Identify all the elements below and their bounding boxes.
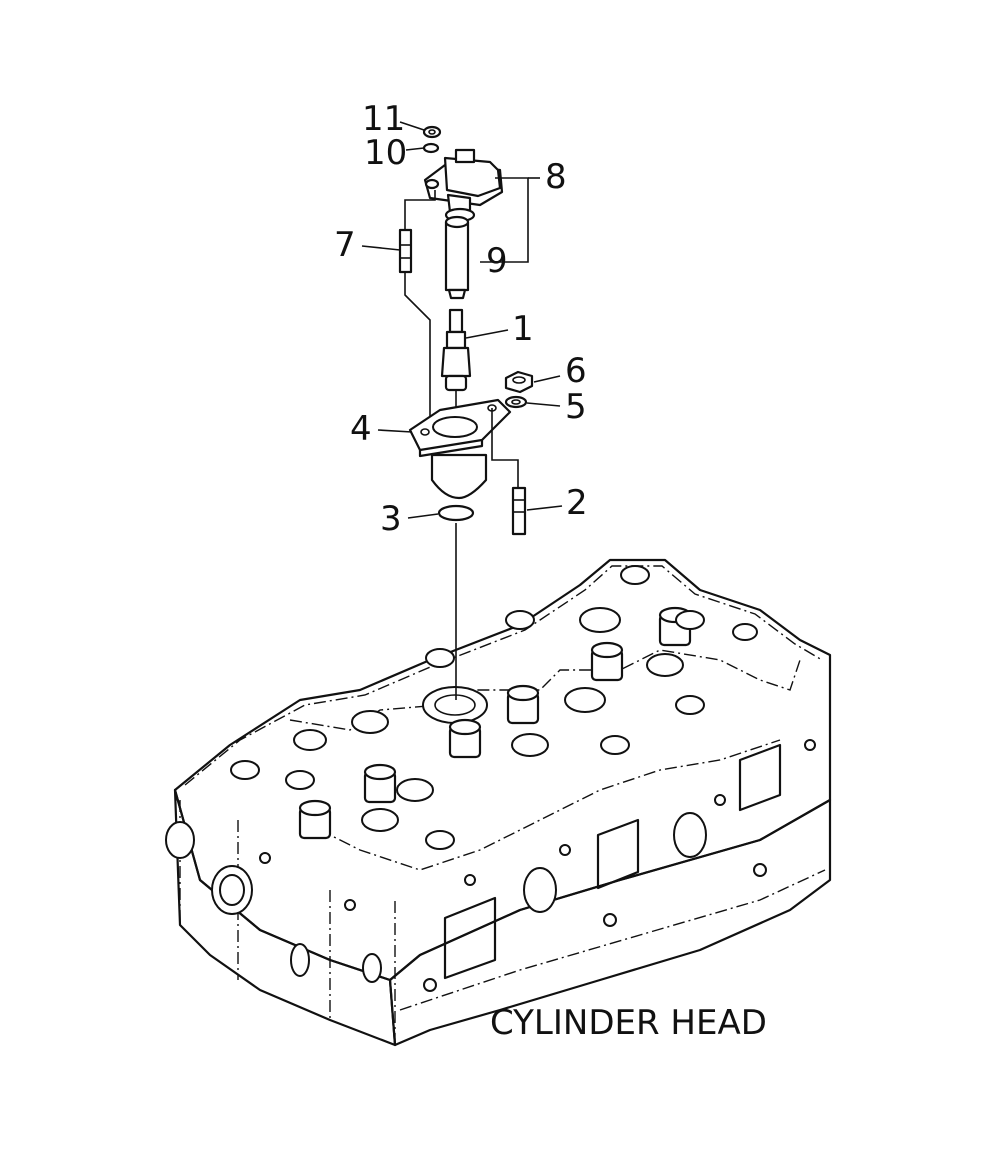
callout-9: 9 [486, 241, 508, 281]
leader-lines [361, 121, 563, 519]
part-1-glow-plug [440, 308, 472, 392]
part-10-washer [422, 142, 440, 154]
callout-5: 5 [565, 387, 587, 427]
callout-10: 10 [364, 133, 407, 173]
callout-3: 3 [380, 499, 402, 539]
part-9-injector-shaft [444, 215, 470, 300]
callout-1: 1 [512, 309, 534, 349]
part-6-nut [504, 370, 534, 394]
cylinder-head [165, 558, 832, 1047]
callout-6: 6 [565, 351, 587, 391]
callout-8: 8 [545, 157, 567, 197]
callout-2: 2 [566, 483, 588, 523]
part-7-stud [398, 228, 413, 274]
callout-11: 11 [362, 99, 405, 139]
part-5-washer [504, 395, 528, 409]
callout-7: 7 [334, 225, 356, 265]
part-11-nut [422, 125, 442, 139]
diagram-caption: CYLINDER HEAD [490, 1003, 767, 1043]
part-8-injector-head [423, 148, 504, 223]
part-2-stud [511, 486, 527, 536]
callout-4: 4 [350, 409, 372, 449]
part-3-o-ring [437, 504, 475, 522]
part-4-holder [408, 398, 512, 500]
